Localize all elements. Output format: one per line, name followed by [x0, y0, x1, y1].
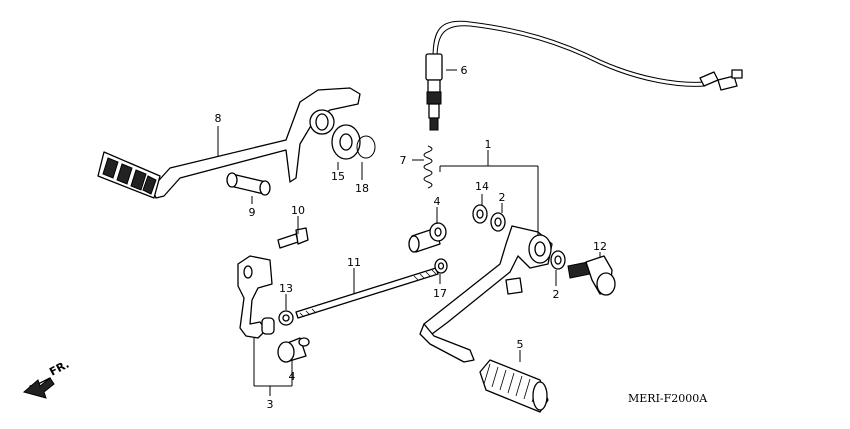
- washer-15: [331, 124, 361, 160]
- cable-switch-part: [425, 20, 743, 131]
- callout-15: 15: [331, 170, 345, 183]
- callout-9: 9: [249, 206, 256, 219]
- front-direction-arrow: FR.: [22, 358, 71, 399]
- rod-end-4-upper: [408, 222, 447, 253]
- nut-17: [434, 258, 448, 274]
- shift-arm-1: [419, 225, 553, 363]
- rod-end-4-lower: [277, 337, 310, 363]
- callout-7: 7: [400, 154, 407, 167]
- leader-lines: [217, 69, 601, 396]
- bolt-10: [277, 227, 309, 249]
- callout-5: 5: [517, 338, 524, 351]
- washer-2-lower: [550, 250, 566, 270]
- nut-13: [278, 310, 294, 326]
- callout-12: 12: [593, 240, 607, 253]
- callout-10: 10: [291, 204, 305, 217]
- washer-14: [472, 204, 488, 224]
- callout-6: 6: [461, 64, 468, 77]
- diagram-code: MERI-F2000A: [628, 392, 708, 405]
- rod-11: [295, 267, 439, 319]
- callout-labels: 1 2 2 3 4 4 5 6 7 8 9 10 11 12 13 14 15 …: [215, 64, 608, 411]
- callout-2-upper: 2: [499, 191, 506, 204]
- callout-14: 14: [475, 180, 489, 193]
- linkage-arm-3: [237, 255, 275, 339]
- clip-18: [356, 135, 376, 159]
- footpeg-rubber-5: [479, 359, 549, 413]
- callout-13: 13: [279, 282, 293, 295]
- bolt-12: [567, 255, 616, 296]
- callout-17: 17: [433, 287, 447, 300]
- pivot-pin-9: [226, 172, 271, 196]
- callout-3: 3: [267, 398, 274, 411]
- callout-11: 11: [347, 256, 361, 269]
- callout-1: 1: [485, 138, 492, 151]
- washer-2-upper: [490, 212, 506, 232]
- callout-18: 18: [355, 182, 369, 195]
- direction-label: FR.: [47, 358, 71, 379]
- spring-7: [423, 145, 433, 189]
- callout-2-lower: 2: [553, 288, 560, 301]
- callout-4-lower: 4: [289, 370, 296, 383]
- callout-4-upper: 4: [434, 195, 441, 208]
- brake-pedal-part: [97, 87, 361, 199]
- callout-8: 8: [215, 112, 222, 125]
